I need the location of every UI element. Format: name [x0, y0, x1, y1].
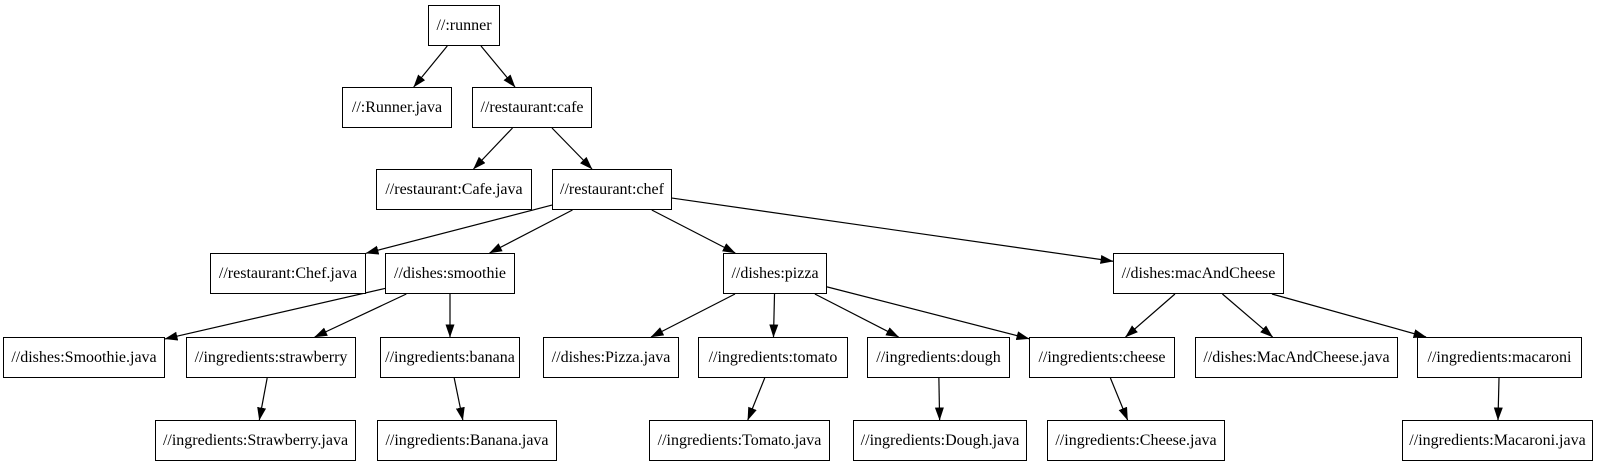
graph-edge-pizza-to-dough	[814, 293, 900, 338]
graph-node-label: //dishes:Smoothie.java	[11, 348, 157, 366]
graph-edge-cafe-to-chef	[551, 127, 593, 170]
graph-node-label: //ingredients:Strawberry.java	[162, 431, 349, 449]
graph-node-label: //dishes:pizza	[731, 264, 819, 282]
graph-edge-chef-to-smoothie	[489, 209, 573, 254]
graph-node-banana-java: //ingredients:Banana.java	[377, 420, 557, 461]
graph-edge-chef-to-chef-java	[365, 204, 553, 255]
graph-node-dough: //ingredients:dough	[867, 337, 1010, 378]
graph-edge-runner-to-runner-java	[413, 45, 448, 88]
graph-edge-dough-to-dough-java	[934, 377, 944, 421]
graph-node-cheese: //ingredients:cheese	[1029, 337, 1175, 378]
graph-node-label: //ingredients:Tomato.java	[657, 431, 822, 449]
graph-node-macaroni: //ingredients:macaroni	[1417, 337, 1582, 378]
graph-node-cafe-java: //restaurant:Cafe.java	[376, 169, 532, 210]
graph-node-smoothie-java: //dishes:Smoothie.java	[3, 337, 165, 378]
graph-edge-runner-to-cafe	[480, 45, 516, 88]
graph-node-cheese-java: //ingredients:Cheese.java	[1047, 420, 1225, 461]
graph-node-label: //ingredients:tomato	[708, 348, 838, 366]
graph-edge-pizza-to-pizza-java	[650, 293, 736, 338]
graph-node-label: //dishes:Pizza.java	[551, 348, 671, 366]
graph-edge-mac-and-cheese-to-macaroni	[1271, 293, 1427, 338]
graph-node-label: //restaurant:cafe	[480, 98, 584, 116]
graph-node-label: //restaurant:Cafe.java	[385, 180, 523, 198]
graph-node-label: //:Runner.java	[351, 98, 443, 116]
graph-edge-mac-and-cheese-to-cheese	[1125, 293, 1176, 338]
graph-edge-strawberry-to-strawberry-java	[257, 377, 268, 421]
graph-node-mac-and-cheese-java: //dishes:MacAndCheese.java	[1195, 337, 1398, 378]
graph-edge-cafe-to-cafe-java	[473, 127, 513, 170]
graph-node-label: //restaurant:Chef.java	[218, 264, 358, 282]
graph-edge-group	[164, 45, 1503, 421]
graph-node-strawberry-java: //ingredients:Strawberry.java	[155, 420, 356, 461]
graph-node-label: //restaurant:chef	[560, 180, 664, 198]
graph-node-label: //ingredients:Dough.java	[860, 431, 1020, 449]
graph-node-label: //ingredients:Macaroni.java	[1409, 431, 1586, 449]
graph-node-label: //dishes:macAndCheese	[1121, 264, 1276, 282]
graph-edge-banana-to-banana-java	[453, 377, 465, 421]
graph-node-cafe: //restaurant:cafe	[472, 87, 592, 128]
graph-node-mac-and-cheese: //dishes:macAndCheese	[1113, 253, 1284, 294]
graph-node-label: //ingredients:dough	[876, 348, 1001, 366]
graph-node-label: //ingredients:cheese	[1038, 348, 1166, 366]
graph-edge-mac-and-cheese-to-mac-and-cheese-java	[1222, 293, 1273, 338]
graph-node-label: //dishes:MacAndCheese.java	[1203, 348, 1390, 366]
graph-node-chef-java: //restaurant:Chef.java	[210, 253, 366, 294]
graph-edge-smoothie-to-strawberry	[314, 293, 407, 338]
graph-node-label: //ingredients:Banana.java	[385, 431, 549, 449]
graph-edge-pizza-to-tomato	[769, 293, 779, 338]
graph-edge-smoothie-to-smoothie-java	[164, 287, 386, 341]
graph-edge-tomato-to-tomato-java	[747, 377, 766, 421]
graph-node-label: //ingredients:banana	[385, 348, 515, 366]
graph-edge-macaroni-to-macaroni-java	[1493, 377, 1503, 421]
graph-node-dough-java: //ingredients:Dough.java	[853, 420, 1027, 461]
graph-node-strawberry: //ingredients:strawberry	[186, 337, 356, 378]
graph-edge-pizza-to-cheese	[826, 286, 1030, 340]
graph-node-runner: //:runner	[428, 5, 500, 46]
graph-node-label: //ingredients:macaroni	[1427, 348, 1572, 366]
graph-node-banana: //ingredients:banana	[380, 337, 520, 378]
graph-node-tomato: //ingredients:tomato	[698, 337, 848, 378]
graph-node-chef: //restaurant:chef	[552, 169, 672, 210]
graph-node-label: //ingredients:strawberry	[194, 348, 348, 366]
graph-node-label: //ingredients:Cheese.java	[1055, 431, 1217, 449]
graph-node-tomato-java: //ingredients:Tomato.java	[649, 420, 830, 461]
graph-node-runner-java: //:Runner.java	[342, 87, 452, 128]
graph-node-pizza: //dishes:pizza	[723, 253, 827, 294]
graph-edge-cheese-to-cheese-java	[1109, 377, 1129, 421]
graph-edge-chef-to-pizza	[651, 209, 736, 254]
graph-node-pizza-java: //dishes:Pizza.java	[543, 337, 679, 378]
graph-node-smoothie: //dishes:smoothie	[385, 253, 515, 294]
graph-node-label: //:runner	[436, 16, 492, 34]
graph-node-label: //dishes:smoothie	[394, 264, 506, 282]
graph-node-macaroni-java: //ingredients:Macaroni.java	[1402, 420, 1593, 461]
graph-edge-chef-to-mac-and-cheese	[671, 197, 1114, 264]
